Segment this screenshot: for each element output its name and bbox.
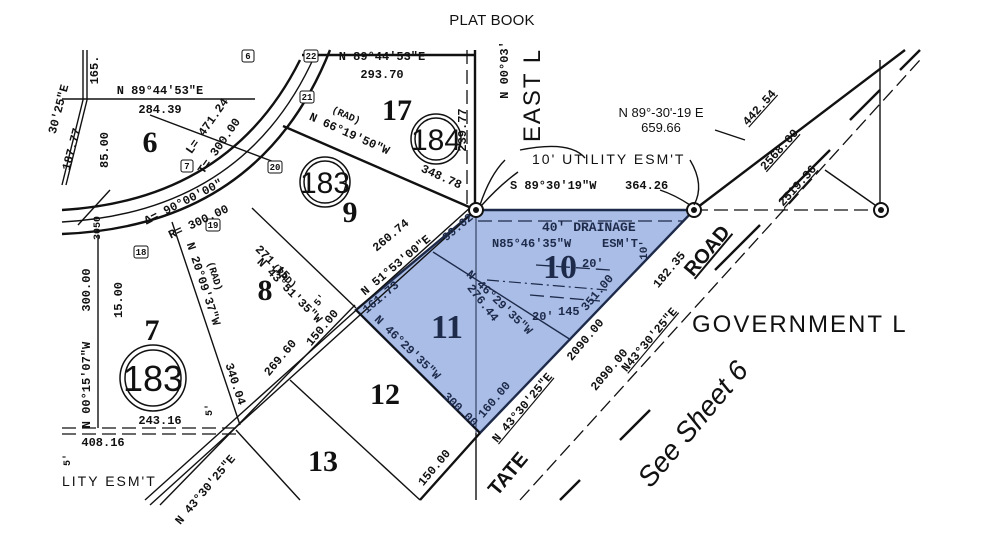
svg-text:N 89°44'53"E: N 89°44'53"E xyxy=(117,84,203,98)
svg-text:6: 6 xyxy=(245,52,250,62)
svg-text:340.04: 340.04 xyxy=(222,361,249,406)
svg-text:18: 18 xyxy=(136,248,147,258)
svg-text:2568.00: 2568.00 xyxy=(758,127,802,174)
block-circle-183-upper: 183 xyxy=(299,156,351,208)
curve-tag: 6 xyxy=(241,49,255,63)
svg-text:3050: 3050 xyxy=(93,216,104,240)
curve-tag: 20 xyxy=(267,160,283,174)
svg-text:442.54: 442.54 xyxy=(740,87,779,128)
block-circle-183-lower: 183 xyxy=(119,344,187,412)
lot-11-label[interactable]: 11 xyxy=(431,309,463,346)
svg-text:300.00: 300.00 xyxy=(80,268,94,311)
curve-tag: 7 xyxy=(180,159,194,173)
lot-7-label: 7 xyxy=(145,314,160,347)
state-label: TATE xyxy=(484,448,533,500)
svg-text:40' DRAINAGE: 40' DRAINAGE xyxy=(542,220,636,235)
lot-13-label: 13 xyxy=(308,445,338,478)
utility-easement-label: 10' UTILITY ESM'T xyxy=(532,151,685,167)
lot-8-label: 8 xyxy=(258,274,273,307)
lot-9-label: 9 xyxy=(343,196,358,229)
svg-text:165.: 165. xyxy=(88,56,102,85)
svg-text:5': 5' xyxy=(62,454,74,466)
lot-12-label: 12 xyxy=(370,378,400,411)
svg-text:269.60: 269.60 xyxy=(261,337,300,379)
see-sheet-6-note[interactable]: See Sheet 6 xyxy=(631,355,754,493)
svg-text:15.00: 15.00 xyxy=(112,282,126,318)
curve-tag: 19 xyxy=(205,218,221,232)
lot-10-label[interactable]: 10 xyxy=(543,249,577,286)
svg-text:7: 7 xyxy=(184,162,189,172)
svg-text:10': 10' xyxy=(639,240,651,260)
svg-text:85.00: 85.00 xyxy=(98,132,112,168)
svg-text:ESM'T: ESM'T xyxy=(602,237,638,251)
curve-tag: 18 xyxy=(133,245,149,259)
government-lot-label: GOVERNMENT L xyxy=(692,311,908,338)
svg-text:N 00°15'07"W: N 00°15'07"W xyxy=(80,341,94,428)
svg-text:N 89°44'53"E: N 89°44'53"E xyxy=(339,50,425,64)
lot-17-label: 17 xyxy=(382,94,412,127)
svg-text:187.77: 187.77 xyxy=(60,127,85,172)
svg-text:183: 183 xyxy=(123,358,183,399)
svg-text:284.39: 284.39 xyxy=(138,103,181,117)
svg-text:5': 5' xyxy=(312,292,329,309)
svg-text:243.16: 243.16 xyxy=(138,414,181,428)
svg-text:5': 5' xyxy=(204,404,216,416)
svg-text:19: 19 xyxy=(208,221,219,231)
block-circle-184: 184 xyxy=(410,113,462,165)
lot-divider-10-11 xyxy=(432,251,572,341)
svg-text:2519.36: 2519.36 xyxy=(776,163,820,210)
svg-text:408.16: 408.16 xyxy=(81,436,124,450)
utility-easement-label-bottom: LITY ESM'T xyxy=(62,473,157,489)
curve-tag: 21 xyxy=(299,90,315,104)
svg-text:S 89°30'19"W: S 89°30'19"W xyxy=(510,179,597,193)
svg-text:20': 20' xyxy=(582,257,604,271)
curve-tag: 22 xyxy=(303,49,319,63)
svg-text:N 89°-30'-19 E: N 89°-30'-19 E xyxy=(618,105,703,120)
lot-6-label: 6 xyxy=(143,126,158,159)
svg-text:364.26: 364.26 xyxy=(625,179,668,193)
svg-text:293.70: 293.70 xyxy=(360,68,403,82)
svg-text:145: 145 xyxy=(558,305,580,319)
svg-text:N 00°03': N 00°03' xyxy=(498,41,512,99)
svg-text:183: 183 xyxy=(300,167,350,200)
svg-text:N43°30'25"E: N43°30'25"E xyxy=(619,305,681,375)
page-title: PLAT BOOK xyxy=(449,12,535,29)
svg-text:20': 20' xyxy=(532,310,554,324)
svg-text:N 43°30'25"E: N 43°30'25"E xyxy=(173,452,239,527)
svg-text:239.77: 239.77 xyxy=(456,108,470,151)
svg-text:N85°46'35"W: N85°46'35"W xyxy=(492,237,572,251)
svg-text:22: 22 xyxy=(306,52,317,62)
svg-text:21: 21 xyxy=(302,93,313,103)
east-line-label: EAST L xyxy=(519,48,546,142)
svg-text:184: 184 xyxy=(411,124,461,157)
svg-text:20: 20 xyxy=(270,163,281,173)
svg-text:659.66: 659.66 xyxy=(641,120,681,135)
svg-text:30'25"E: 30'25"E xyxy=(46,83,73,135)
